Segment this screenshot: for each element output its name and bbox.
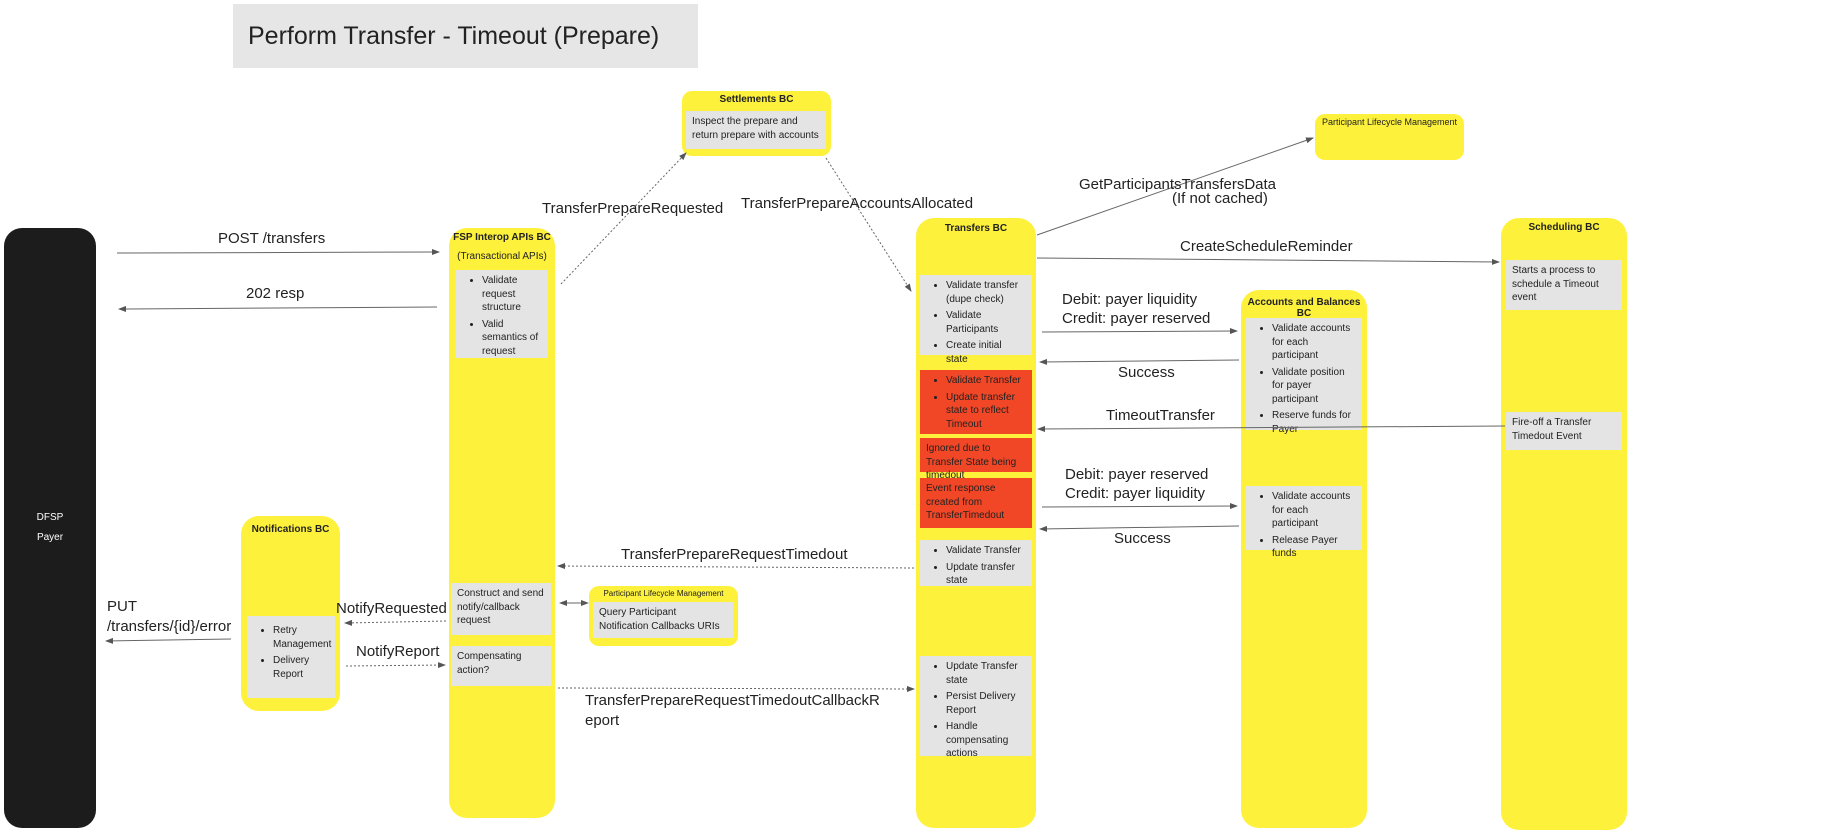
notifications-bc-lane: Notifications BC Retry Management Delive… <box>241 516 340 711</box>
notifications-note: Retry Management Delivery Report <box>247 616 335 698</box>
note-item: Validate request structure <box>482 274 542 315</box>
scheduling-fire-note: Fire-off a Transfer Timedout Event <box>1506 412 1622 450</box>
note-item: Handle compensating actions <box>946 720 1026 761</box>
plm-query-note: Query Participant Notification Callbacks… <box>593 602 733 638</box>
arrow-success-1 <box>1039 358 1240 365</box>
label-notify-requested: NotifyRequested <box>336 600 447 617</box>
note-item: Validate accounts for each participant <box>1272 490 1356 531</box>
transfers-timeout-note: Validate Transfer Update transfer state … <box>920 370 1032 434</box>
note-item: Release Payer funds <box>1272 534 1356 561</box>
arrow-timeout-transfer <box>1037 425 1506 432</box>
notifications-bc-title: Notifications BC <box>251 524 330 535</box>
label-post-transfers: POST /transfers <box>218 230 326 247</box>
accounts-bc-title: Accounts and Balances BC <box>1247 297 1361 319</box>
plm-top-title: Participant Lifecycle Management <box>1321 117 1458 127</box>
arrow-notify-report <box>345 662 446 669</box>
fsp-compensate-note: Compensating action? <box>451 646 551 686</box>
label-callback-report: TransferPrepareRequestTimedoutCallbackRe… <box>585 692 880 729</box>
note-item: Create initial state <box>946 339 1026 366</box>
arrow-debit-liquidity <box>1041 328 1238 335</box>
note-item: Retry Management <box>273 624 331 651</box>
label-timeout-transfer: TimeoutTransfer <box>1106 407 1215 424</box>
label-credit-reserved: Credit: payer reserved <box>1062 310 1211 327</box>
plm-top-lane: Participant Lifecycle Management <box>1315 114 1464 160</box>
transfers-final-note: Update Transfer state Persist Delivery R… <box>920 656 1032 759</box>
label-put-error: PUT /transfers/{id}/error <box>107 598 232 635</box>
label-prepare-requested: TransferPrepareRequested <box>542 200 724 217</box>
plm-query-title: Participant Lifecycle Management <box>603 589 724 598</box>
label-accounts-allocated: TransferPrepareAccountsAllocated <box>741 195 974 212</box>
arrow-accounts-allocated <box>825 157 912 292</box>
note-item: Validate Participants <box>946 309 1026 336</box>
arrow-202-resp <box>118 305 438 312</box>
label-debit-liquidity: Debit: payer liquidity <box>1062 291 1198 308</box>
dfsp-label: DFSP <box>36 512 64 523</box>
label-if-not-cached: (If not cached) <box>1172 190 1268 207</box>
label-get-participants: GetParticipantsTransfersData <box>1079 176 1277 193</box>
fsp-construct-note: Construct and send notify/callback reque… <box>451 583 551 635</box>
arrow-prepare-requested <box>560 152 687 285</box>
settlements-bc-lane: Settlements BC Inspect the prepare and r… <box>682 91 831 156</box>
payer-label: Payer <box>36 532 64 543</box>
transfers-update-note: Validate Transfer Update transfer state <box>920 540 1032 586</box>
label-success-1: Success <box>1118 364 1175 381</box>
scheduling-bc-lane: Scheduling BC Starts a process to schedu… <box>1501 218 1627 830</box>
label-credit-liquidity: Credit: payer liquidity <box>1065 485 1206 502</box>
label-202-resp: 202 resp <box>246 285 305 302</box>
note-item: Update transfer state <box>946 561 1026 588</box>
transfers-validate-note: Validate transfer (dupe check) Validate … <box>920 275 1032 365</box>
note-item: Update transfer state to reflect Timeout <box>946 391 1026 432</box>
note-item: Persist Delivery Report <box>946 690 1026 717</box>
settlements-note: Inspect the prepare and return prepare w… <box>686 111 826 149</box>
note-item: Validate transfer (dupe check) <box>946 279 1026 306</box>
settlements-bc-title: Settlements BC <box>719 94 794 105</box>
arrow-create-schedule <box>1036 257 1500 265</box>
arrow-get-participants <box>1036 137 1314 236</box>
transfers-bc-title: Transfers BC <box>944 223 1008 234</box>
transfers-event-note: Event response created from TransferTime… <box>920 478 1032 528</box>
label-request-timedout: TransferPrepareRequestTimedout <box>621 546 848 563</box>
dfsp-payer-lane: DFSP Payer <box>4 228 96 828</box>
accounts-bc-lane: Accounts and Balances BC Validate accoun… <box>1241 290 1367 828</box>
fsp-interop-subtitle: (Transactional APIs) <box>457 251 547 262</box>
note-item: Validate position for payer participant <box>1272 366 1356 407</box>
fsp-validate-note: Validate request structure Valid semanti… <box>456 270 548 358</box>
label-create-schedule: CreateScheduleReminder <box>1180 238 1353 255</box>
note-item: Reserve funds for Payer <box>1272 409 1356 436</box>
label-success-2: Success <box>1114 530 1171 547</box>
note-item: Update Transfer state <box>946 660 1026 687</box>
fsp-interop-title: FSP Interop APIs BC <box>453 232 551 243</box>
arrow-put-error <box>105 637 232 644</box>
label-debit-reserved: Debit: payer reserved <box>1065 466 1209 483</box>
note-item: Validate Transfer <box>946 374 1026 388</box>
note-item: Validate accounts for each participant <box>1272 322 1356 363</box>
note-item: Validate Transfer <box>946 544 1026 558</box>
arrow-request-timedout <box>557 563 915 570</box>
accounts-reserve-note: Validate accounts for each participant V… <box>1246 318 1362 435</box>
arrow-notify-requested <box>344 619 447 626</box>
arrow-callback-report <box>557 685 915 692</box>
accounts-release-note: Validate accounts for each participant R… <box>1246 486 1362 559</box>
transfers-ignored-note: Ignored due to Transfer State being time… <box>920 438 1032 481</box>
plm-query-lane: Participant Lifecycle Management Query P… <box>589 586 738 646</box>
note-item: Delivery Report <box>273 654 329 681</box>
arrow-debit-reserved <box>1041 503 1238 510</box>
note-item: Valid semantics of request <box>482 318 542 359</box>
arrow-post-transfers <box>116 249 440 256</box>
fsp-interop-lane: FSP Interop APIs BC (Transactional APIs)… <box>449 228 555 818</box>
scheduling-start-note: Starts a process to schedule a Timeout e… <box>1506 260 1622 310</box>
label-notify-report: NotifyReport <box>356 643 440 660</box>
transfers-bc-lane: Transfers BC Validate transfer (dupe che… <box>916 218 1036 828</box>
scheduling-bc-title: Scheduling BC <box>1528 222 1600 233</box>
page-title: Perform Transfer - Timeout (Prepare) <box>233 4 698 68</box>
arrow-success-2 <box>1039 525 1240 532</box>
